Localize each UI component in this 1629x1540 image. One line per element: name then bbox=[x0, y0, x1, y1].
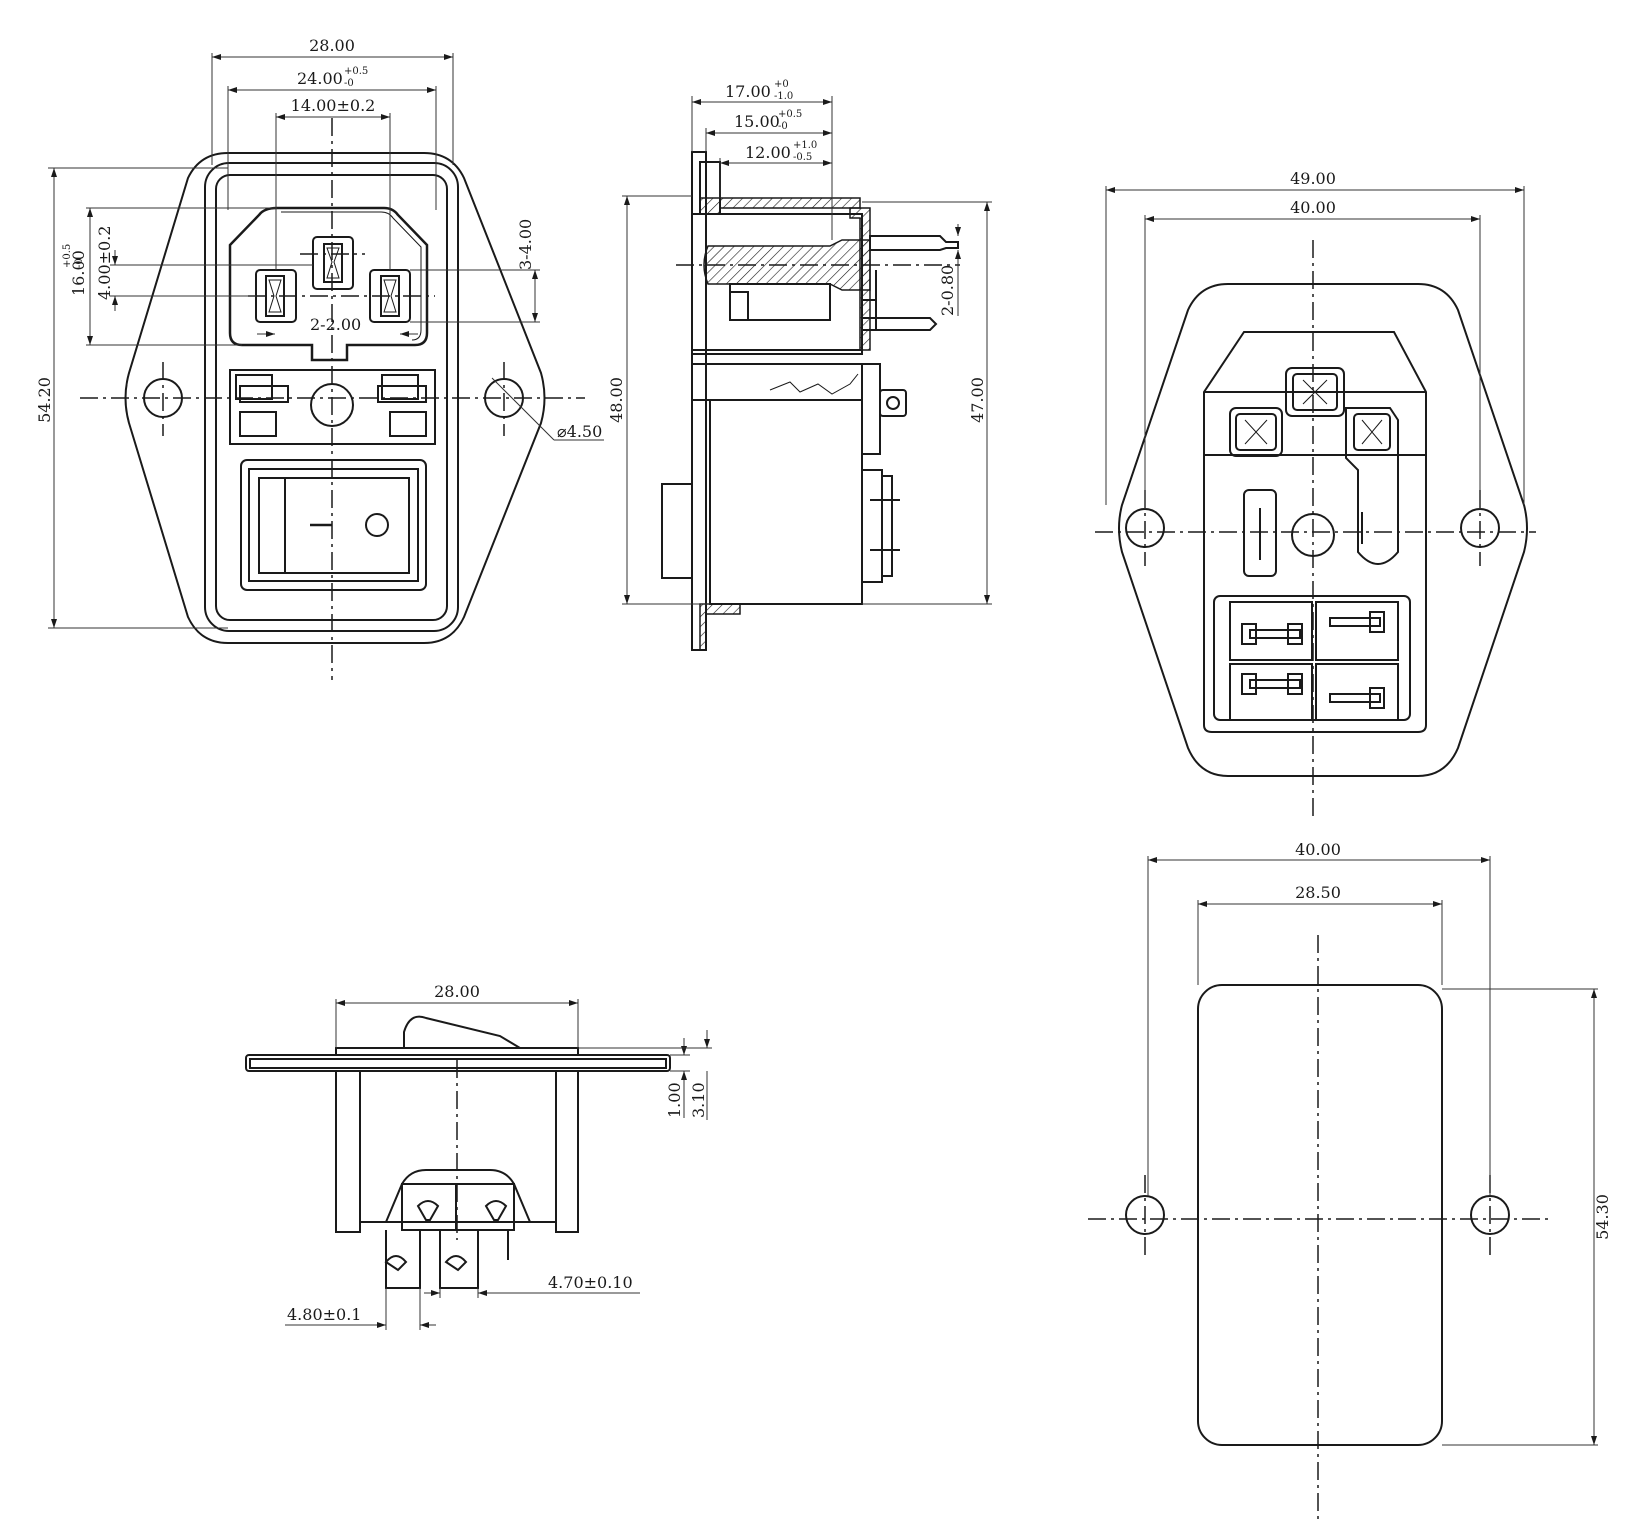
dim-front-width: 28.00 bbox=[309, 36, 355, 55]
svg-text:+0.5: +0.5 bbox=[62, 244, 73, 268]
dim-bottom-width: 28.00 bbox=[434, 982, 480, 1001]
socket-pins bbox=[255, 236, 411, 323]
dim-cutout-width: 28.50 bbox=[1295, 883, 1341, 902]
svg-text:+1.0: +1.0 bbox=[793, 140, 817, 151]
dim-pin-offset: 4.00±0.2 bbox=[95, 226, 114, 300]
dim-side-height-right: 47.00 bbox=[968, 377, 987, 423]
iec-socket bbox=[228, 206, 429, 362]
dim-cutout-height: 54.30 bbox=[1593, 1194, 1612, 1240]
dim-side-height-left: 48.00 bbox=[607, 377, 626, 423]
dim-terminal-width-a: 4.80±0.1 bbox=[287, 1305, 361, 1324]
dim-side-depth-mid: 15.00 bbox=[734, 112, 780, 131]
side-dimensions: 17.00 +0 -1.0 15.00 +0.5 -0 12.00 +1.0 -… bbox=[607, 79, 992, 605]
svg-text:-1.0: -1.0 bbox=[774, 91, 793, 102]
dim-socket-height: 16.00 bbox=[69, 250, 88, 296]
dim-cutout-hole-spacing: 40.00 bbox=[1295, 840, 1341, 859]
rocker-switch bbox=[240, 459, 427, 591]
dim-pin-spacing: 14.00±0.2 bbox=[291, 96, 376, 115]
rear-dimensions: 49.00 40.00 bbox=[1105, 169, 1525, 509]
cutout-rect bbox=[1197, 984, 1443, 1446]
dim-mount-hole: ⌀4.50 bbox=[557, 422, 602, 441]
dim-front-inner-width: 24.00 bbox=[297, 69, 343, 88]
dim-pin-slot-width: 2-2.00 bbox=[310, 315, 361, 334]
dim-rocker-height: 3.10 bbox=[689, 1082, 708, 1118]
dim-rear-hole-spacing: 40.00 bbox=[1290, 198, 1336, 217]
dim-side-depth-total: 17.00 bbox=[725, 82, 771, 101]
switch-contacts bbox=[1213, 595, 1411, 721]
front-flange-outline bbox=[124, 152, 546, 644]
svg-text:-0: -0 bbox=[344, 78, 354, 89]
dim-front-height: 54.20 bbox=[35, 377, 54, 423]
cutout-hole-left bbox=[1125, 1195, 1165, 1235]
dim-flange-thickness: 1.00 bbox=[665, 1082, 684, 1118]
dim-terminal-thickness: 2-0.80 bbox=[938, 265, 957, 316]
dim-terminal-width-b: 4.70±0.10 bbox=[548, 1273, 633, 1292]
rear-view bbox=[1095, 240, 1536, 820]
dim-side-depth-inner: 12.00 bbox=[745, 143, 791, 162]
front-view bbox=[80, 118, 585, 680]
panel-cutout bbox=[1088, 935, 1550, 1520]
dim-pin-slot-height: 3-4.00 bbox=[516, 219, 535, 270]
svg-text:-0: -0 bbox=[778, 121, 788, 132]
side-view bbox=[661, 151, 960, 651]
svg-text:-0.5: -0.5 bbox=[793, 152, 812, 163]
dim-rear-width: 49.00 bbox=[1290, 169, 1336, 188]
bottom-dimensions: 28.00 1.00 3.10 4.80±0.1 4.70±0.10 bbox=[285, 982, 712, 1330]
svg-text:-0: -0 bbox=[74, 258, 85, 268]
screw-terminals bbox=[1229, 367, 1399, 565]
front-dimensions: 28.00 24.00 +0.5 -0 14.00±0.2 54.20 16.0… bbox=[35, 36, 604, 629]
svg-text:+0.5: +0.5 bbox=[344, 66, 368, 77]
svg-text:+0.5: +0.5 bbox=[778, 109, 802, 120]
svg-text:+0: +0 bbox=[774, 79, 789, 90]
bottom-view bbox=[245, 1015, 671, 1289]
cutout-dimensions: 40.00 28.50 54.30 bbox=[1147, 840, 1612, 1446]
rear-flange-outline bbox=[1118, 283, 1528, 777]
